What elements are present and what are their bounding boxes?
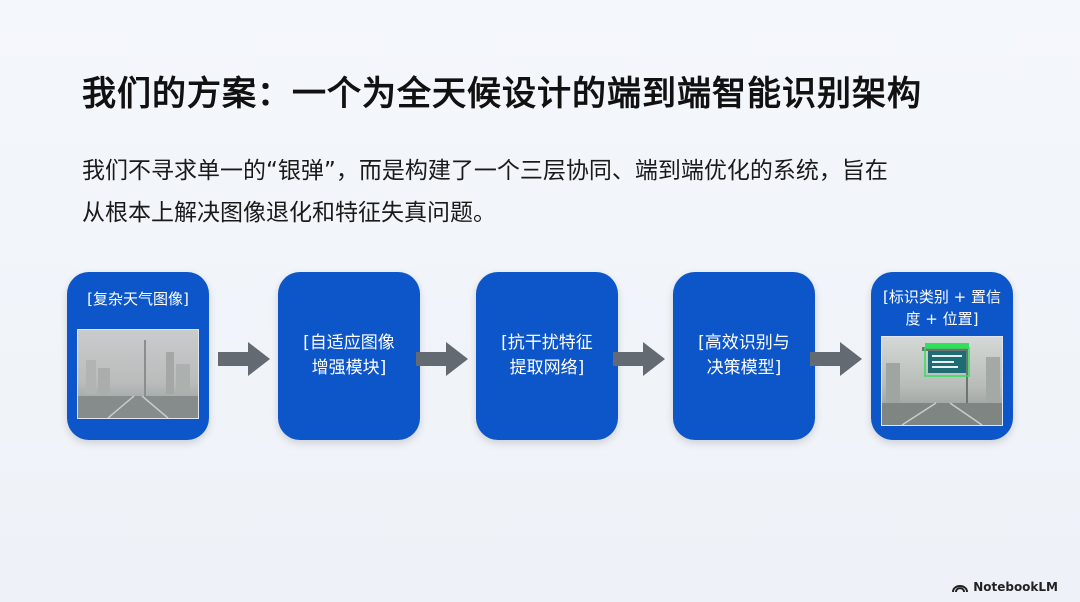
step-feature-label: [抗干扰特征 提取网络] bbox=[480, 331, 614, 381]
description-line-1: 我们不寻求单一的“银弹”，而是构建了一个三层协同、端到端优化的系统，旨在 bbox=[82, 150, 1012, 192]
step-recognition-label: [高效识别与 决策模型] bbox=[677, 331, 811, 381]
step-input-label: [复杂天气图像] bbox=[71, 288, 205, 310]
step-robust-feature-extraction: [抗干扰特征 提取网络] bbox=[476, 272, 618, 440]
notebooklm-branding: NotebookLM bbox=[952, 580, 1058, 594]
step-recognition-decision: [高效识别与 决策模型] bbox=[673, 272, 815, 440]
step-output: [标识类别 + 置信 度 + 位置] bbox=[871, 272, 1013, 440]
flow-arrow-icon bbox=[613, 340, 665, 378]
flow-arrow-icon bbox=[416, 340, 468, 378]
step-enhancement-label: [自适应图像 增强模块] bbox=[282, 331, 416, 381]
slide-description: 我们不寻求单一的“银弹”，而是构建了一个三层协同、端到端优化的系统，旨在 从根本… bbox=[82, 150, 1012, 234]
step-input-image: [复杂天气图像] bbox=[67, 272, 209, 440]
foggy-road-image bbox=[77, 329, 199, 419]
notebooklm-logo-icon bbox=[952, 581, 968, 593]
flow-arrow-icon bbox=[218, 340, 270, 378]
step-output-label: [标识类别 + 置信 度 + 位置] bbox=[875, 286, 1009, 330]
detection-result-image bbox=[881, 336, 1003, 426]
brand-name: NotebookLM bbox=[973, 580, 1058, 594]
slide-title: 我们的方案：一个为全天候设计的端到端智能识别架构 bbox=[82, 66, 922, 115]
flow-arrow-icon bbox=[810, 340, 862, 378]
description-line-2: 从根本上解决图像退化和特征失真问题。 bbox=[82, 192, 1012, 234]
step-adaptive-enhancement: [自适应图像 增强模块] bbox=[278, 272, 420, 440]
